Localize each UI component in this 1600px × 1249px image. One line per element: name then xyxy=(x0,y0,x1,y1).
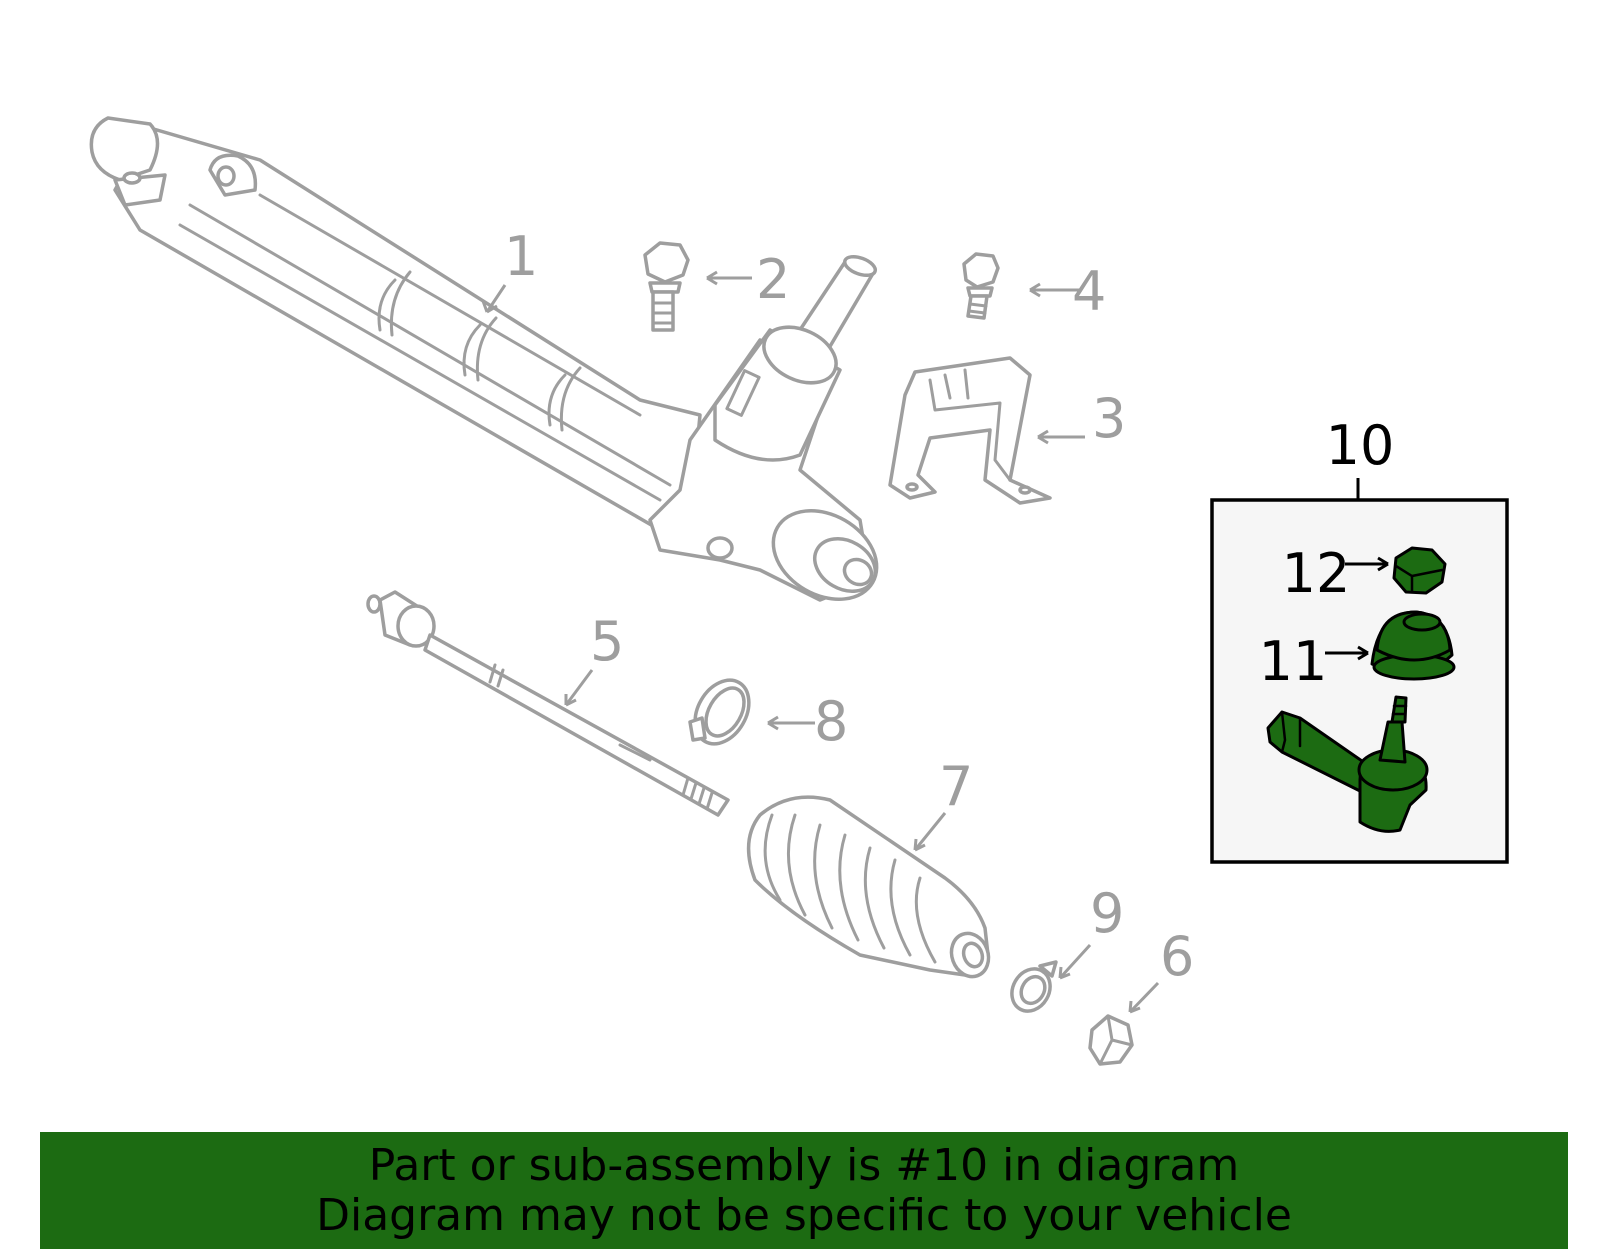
steering-rack-housing xyxy=(89,116,879,602)
callout-8: 8 xyxy=(814,690,848,753)
bolt-4 xyxy=(962,252,1000,320)
banner-line-1: Part or sub-assembly is #10 in diagram xyxy=(368,1139,1240,1191)
callout-2: 2 xyxy=(756,248,790,311)
clamp-8 xyxy=(688,678,751,746)
assembly-10-inset: 10 12 11 xyxy=(1210,414,1509,864)
gray-leaders xyxy=(481,270,1160,1014)
banner-line-2: Diagram may not be specific to your vehi… xyxy=(316,1189,1292,1241)
nut-12 xyxy=(1392,546,1447,595)
callout-10: 10 xyxy=(1326,414,1395,477)
callout-4: 4 xyxy=(1072,260,1106,323)
callout-12: 12 xyxy=(1282,542,1351,605)
callout-6: 6 xyxy=(1160,925,1194,988)
bracket-3 xyxy=(888,356,1052,505)
outer-tie-rod-end xyxy=(1266,695,1429,833)
clamp-9 xyxy=(1010,960,1058,1013)
callout-7: 7 xyxy=(939,755,973,818)
boot-11 xyxy=(1370,610,1456,681)
bolt-2 xyxy=(643,241,690,332)
inner-tie-rod-5 xyxy=(366,590,730,817)
callout-1: 1 xyxy=(504,225,538,288)
callout-9: 9 xyxy=(1090,882,1124,945)
nut-6 xyxy=(1088,1014,1134,1066)
boot-7 xyxy=(746,795,991,979)
info-banner: Part or sub-assembly is #10 in diagram D… xyxy=(40,1132,1568,1249)
callout-3: 3 xyxy=(1092,387,1126,450)
callout-5: 5 xyxy=(590,610,624,673)
callout-11: 11 xyxy=(1259,630,1328,693)
